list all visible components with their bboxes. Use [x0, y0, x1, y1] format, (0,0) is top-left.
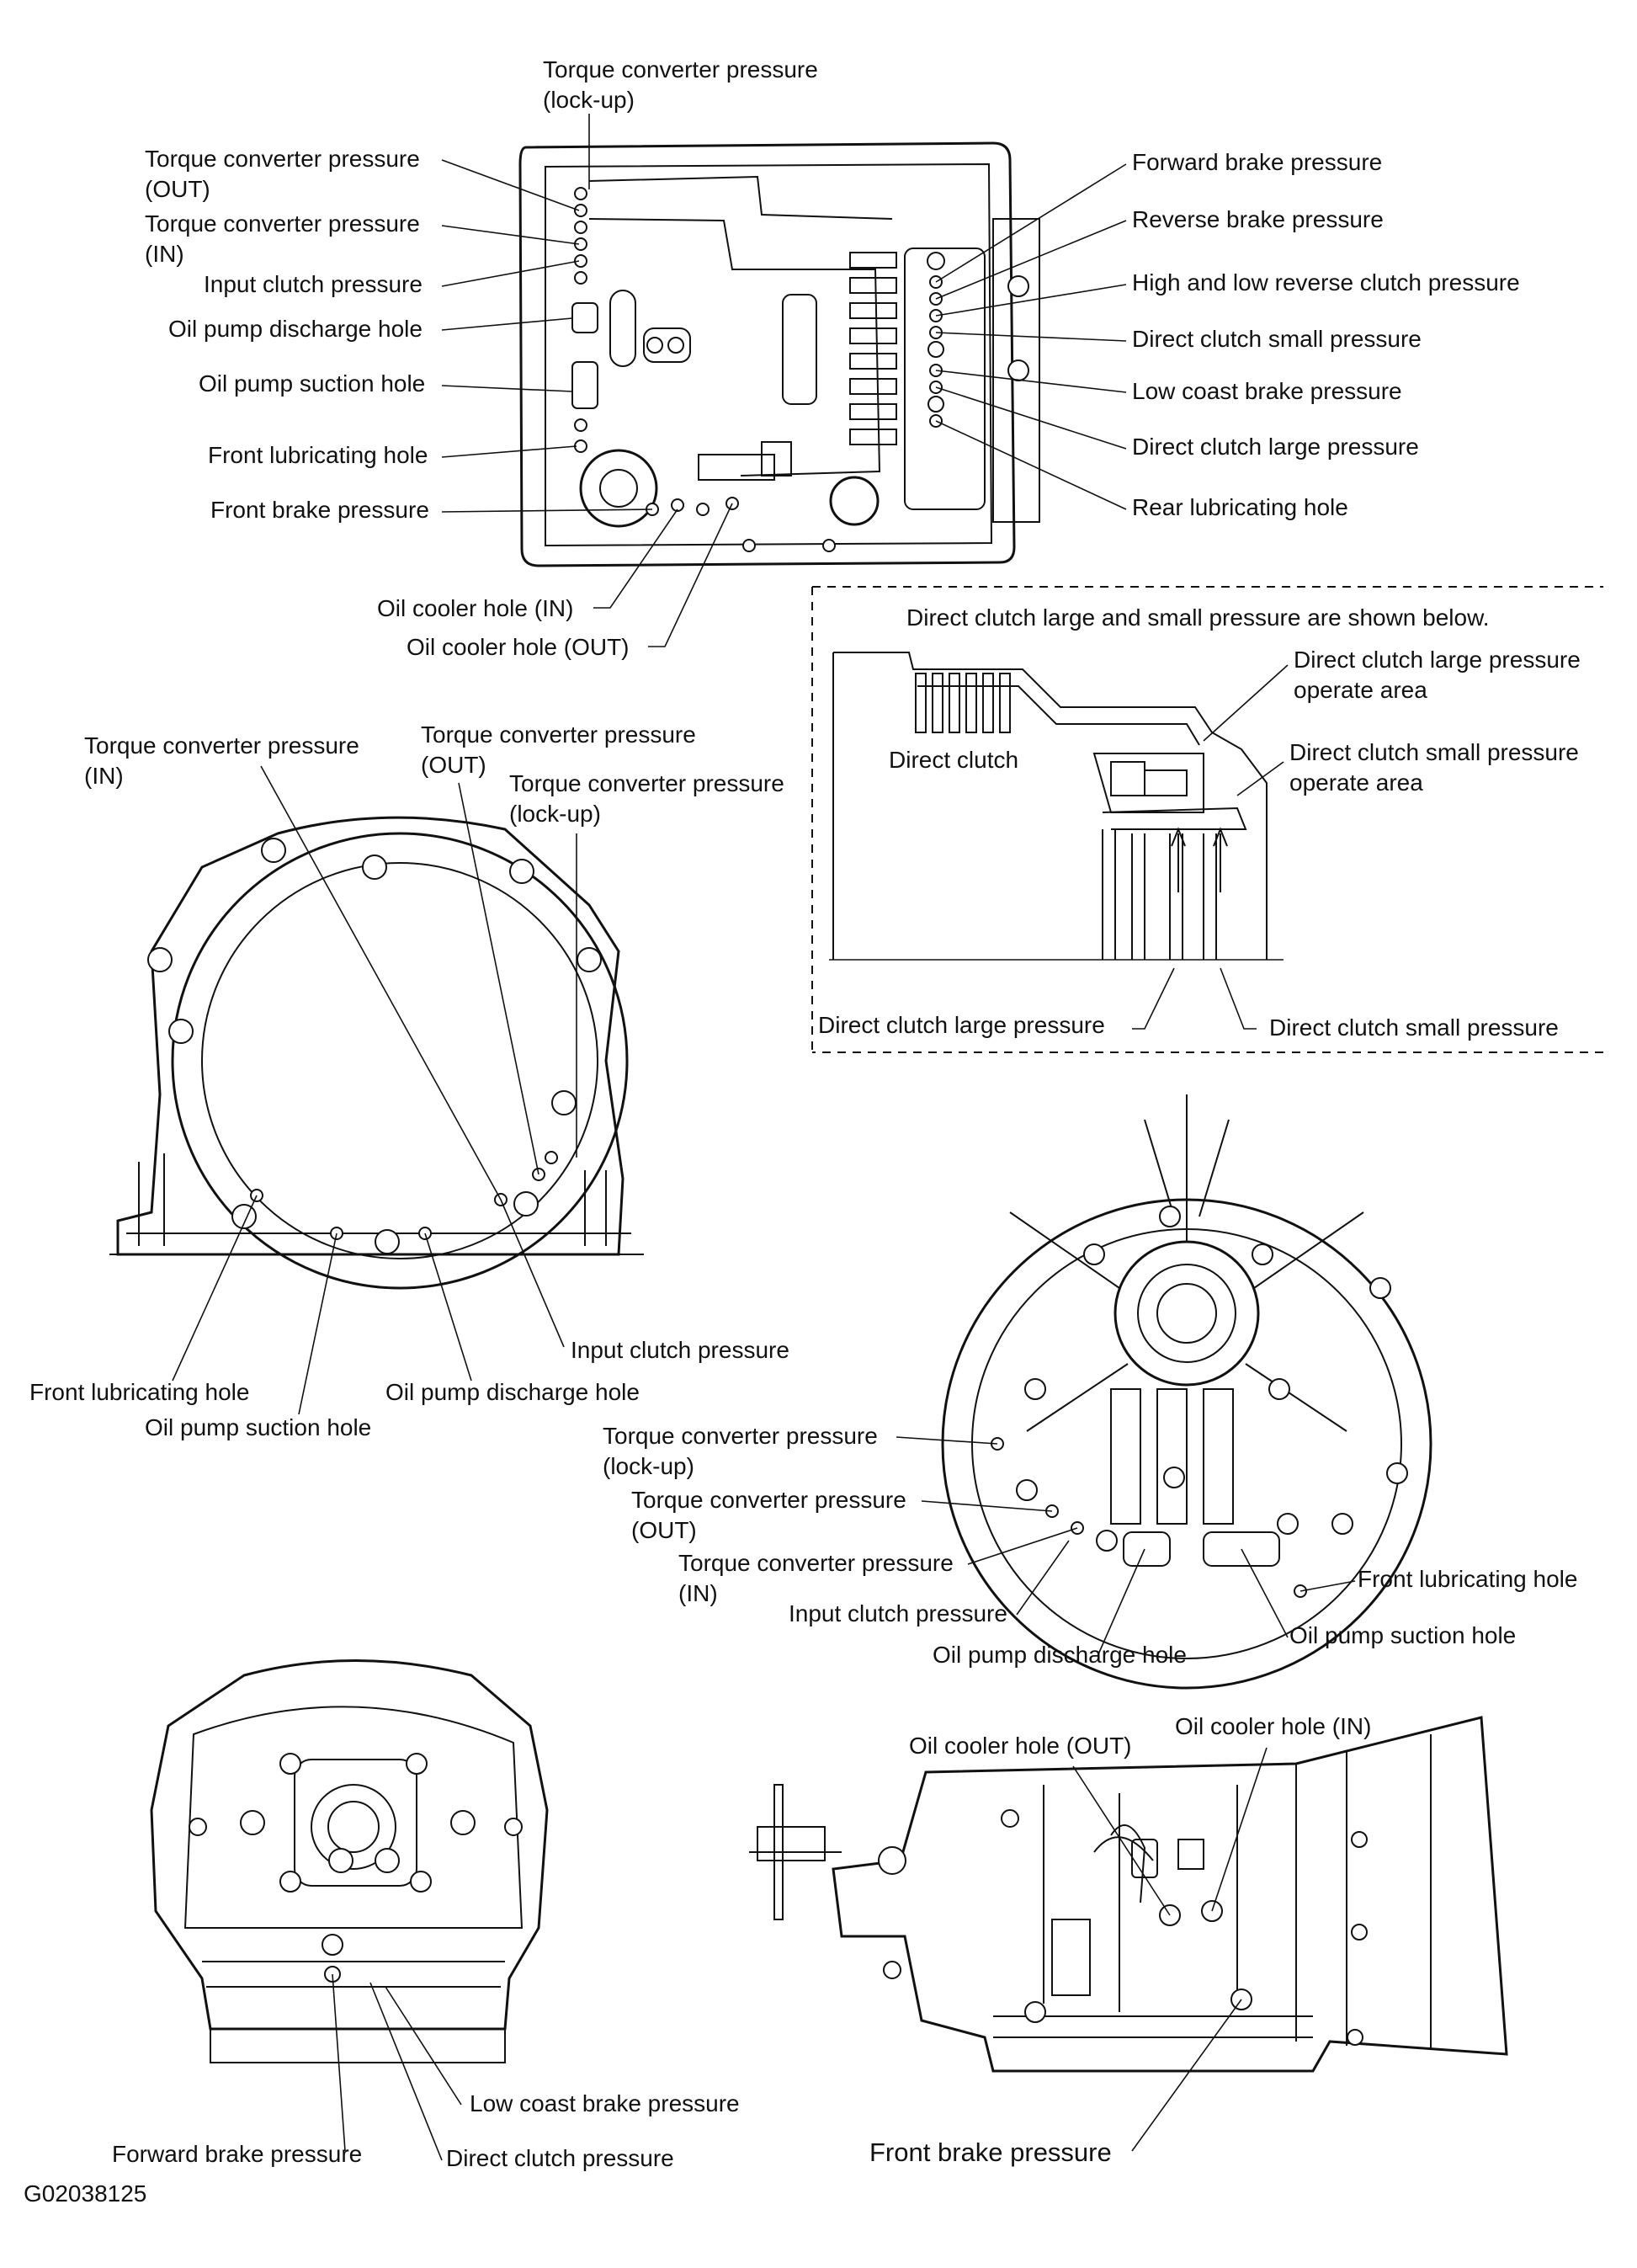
label-tc-out-top: Torque converter pressure [145, 146, 420, 172]
rear-case-labels: Low coast brake pressure Forward brake p… [112, 1973, 740, 2171]
label-pump-discharge-case: Oil pump discharge hole [385, 1379, 640, 1405]
label-tc-out-pump-sub: (OUT) [631, 1517, 697, 1543]
right-hole-column [927, 252, 945, 428]
valve-body-face-drawing [518, 141, 1040, 567]
rear-case-drawing [150, 1659, 549, 2063]
label-direct-clutch: Direct clutch [889, 747, 1018, 773]
oil-pump-labels: Torque converter pressure (lock-up) Torq… [603, 1423, 1577, 1668]
label-front-lub-pump: Front lubricating hole [1358, 1566, 1577, 1592]
detail-caption: Direct clutch large and small pressure a… [906, 604, 1490, 631]
label-tc-out-pump: Torque converter pressure [631, 1487, 906, 1513]
label-cooler-in-top: Oil cooler hole (IN) [377, 595, 573, 621]
label-tc-in-top-sub: (IN) [145, 241, 184, 267]
label-small-area-sub: operate area [1289, 769, 1423, 796]
rear-case-holes [189, 1753, 523, 1983]
label-low-coast-rear: Low coast brake pressure [470, 2090, 740, 2116]
label-tc-out-top-sub: (OUT) [145, 176, 210, 202]
label-tc-lockup-top: Torque converter pressure [543, 56, 818, 83]
label-pump-suction-pump: Oil pump suction hole [1289, 1622, 1516, 1648]
bell-housing-labels: Torque converter pressure (IN) Torque co… [29, 721, 789, 1440]
label-rear-lub-top: Rear lubricating hole [1132, 494, 1348, 520]
label-tc-in-case-sub: (IN) [84, 763, 124, 789]
label-cooler-out-side: Oil cooler hole (OUT) [909, 1733, 1132, 1759]
oil-pump-face-drawing [941, 1094, 1432, 1690]
label-direct-small-top: Direct clutch small pressure [1132, 326, 1422, 352]
label-front-brake-top: Front brake pressure [210, 497, 429, 523]
label-large-area-sub: operate area [1294, 677, 1427, 703]
label-tc-in-top: Torque converter pressure [145, 210, 420, 237]
label-direct-clutch-rear: Direct clutch pressure [446, 2145, 674, 2171]
top-left-labels: Torque converter pressure (lock-up) Torq… [145, 56, 818, 523]
side-view-labels: Oil cooler hole (OUT) Oil cooler hole (I… [869, 1713, 1371, 2167]
label-front-lub-top: Front lubricating hole [208, 442, 428, 468]
label-forward-brake-top: Forward brake pressure [1132, 149, 1382, 175]
bell-housing-passage-holes [250, 1151, 558, 1240]
left-hole-column [574, 187, 587, 453]
label-bottom-large: Direct clutch large pressure [818, 1012, 1105, 1038]
label-pump-discharge-top: Oil pump discharge hole [168, 316, 423, 342]
label-forward-brake-rear: Forward brake pressure [112, 2141, 362, 2167]
label-pump-suction-case: Oil pump suction hole [145, 1414, 371, 1440]
label-tc-lockup-case-sub: (lock-up) [509, 801, 601, 827]
pump-passage-holes [991, 1437, 1307, 1598]
pump-bolt-holes [1016, 1206, 1408, 1552]
bottom-hole-row [646, 497, 836, 552]
valve-slots [849, 252, 897, 445]
label-input-clutch-pump: Input clutch pressure [789, 1600, 1007, 1626]
direct-clutch-detail: Direct clutch large and small pressure a… [811, 586, 1603, 1053]
label-high-low-reverse-top: High and low reverse clutch pressure [1132, 269, 1520, 295]
top-bottom-labels: Oil cooler hole (IN) Oil cooler hole (OU… [377, 503, 733, 660]
label-tc-in-case: Torque converter pressure [84, 732, 359, 759]
label-tc-out-case-sub: (OUT) [421, 752, 486, 778]
label-front-lub-case: Front lubricating hole [29, 1379, 249, 1405]
label-front-brake-side: Front brake pressure [869, 2138, 1112, 2167]
label-direct-large-top: Direct clutch large pressure [1132, 434, 1419, 460]
label-cooler-in-side: Oil cooler hole (IN) [1175, 1713, 1371, 1739]
label-cooler-out-top: Oil cooler hole (OUT) [407, 634, 630, 660]
clutch-plates [915, 673, 1011, 733]
label-tc-lockup-pump: Torque converter pressure [603, 1423, 878, 1449]
label-reverse-brake-top: Reverse brake pressure [1132, 206, 1384, 232]
label-large-area: Direct clutch large pressure [1294, 647, 1581, 673]
bell-housing-bolt-holes [147, 838, 602, 1254]
label-input-clutch-case: Input clutch pressure [571, 1337, 789, 1363]
label-tc-in-pump: Torque converter pressure [678, 1550, 954, 1576]
label-input-clutch-top: Input clutch pressure [204, 271, 423, 297]
label-low-coast-top: Low coast brake pressure [1132, 378, 1402, 404]
label-tc-lockup-pump-sub: (lock-up) [603, 1453, 694, 1479]
side-view-holes [878, 1809, 1368, 2046]
bell-housing-drawing [109, 816, 644, 1290]
label-bottom-small: Direct clutch small pressure [1269, 1014, 1559, 1041]
label-small-area: Direct clutch small pressure [1289, 739, 1579, 765]
top-right-labels: Forward brake pressure Reverse brake pre… [935, 149, 1520, 520]
label-tc-out-case: Torque converter pressure [421, 721, 696, 748]
label-pump-suction-top: Oil pump suction hole [199, 370, 425, 397]
label-tc-in-pump-sub: (IN) [678, 1580, 718, 1606]
label-pump-discharge-pump: Oil pump discharge hole [933, 1642, 1187, 1668]
transmission-side-drawing [749, 1716, 1508, 2073]
label-tc-lockup-case: Torque converter pressure [509, 770, 784, 796]
label-tc-lockup-top-sub: (lock-up) [543, 87, 635, 113]
figure-id: G02038125 [24, 2180, 146, 2207]
